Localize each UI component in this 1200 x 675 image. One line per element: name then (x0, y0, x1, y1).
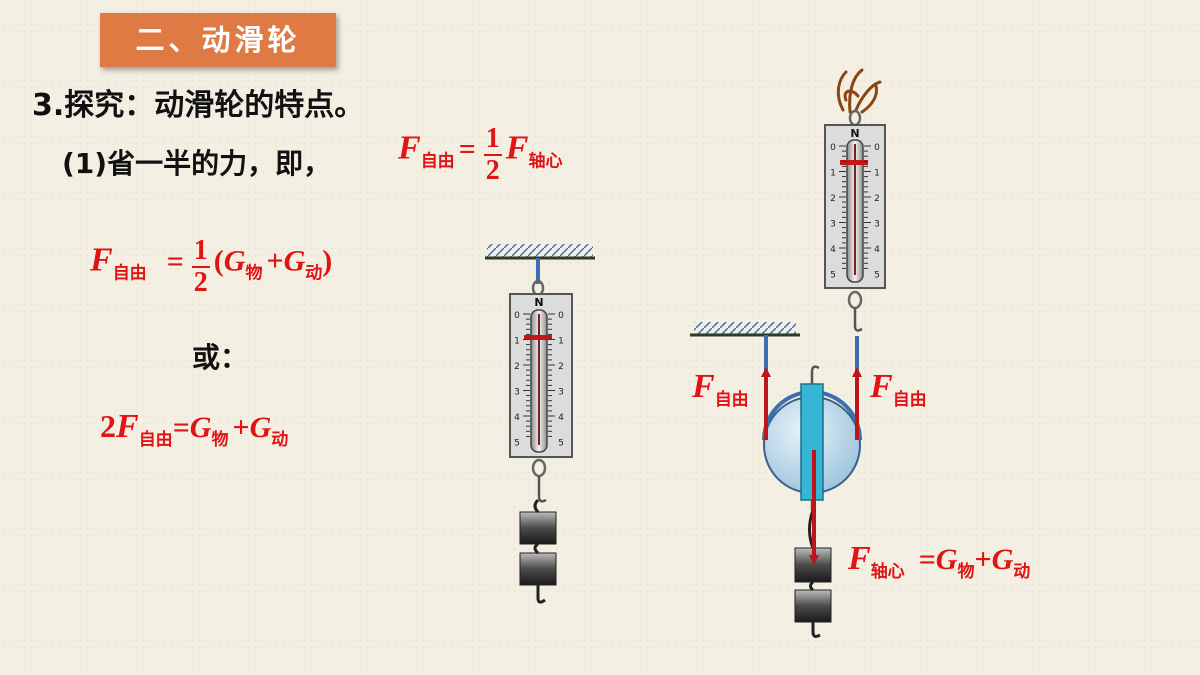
label-eq: = (918, 543, 936, 576)
label-G: G (935, 543, 958, 576)
label-F: F (870, 368, 893, 405)
formula-sub: 自由 (112, 263, 147, 284)
paren-close: ) (322, 244, 333, 278)
point-1: (1)省一半的力，即， (62, 142, 331, 182)
scale-tick-label: 1 (874, 169, 880, 179)
fraction-num: 1 (483, 123, 502, 156)
formula-G: G (189, 411, 212, 444)
right-spring-scale (824, 124, 886, 289)
right-ring (848, 109, 862, 127)
scale-pointer (840, 160, 868, 165)
scale-tick-label: 5 (874, 271, 880, 281)
section-title: 二、动滑轮 (100, 13, 336, 67)
label-F: F (692, 368, 715, 405)
scale-tick-label: 3 (830, 220, 836, 230)
scale-tick-label: 0 (514, 311, 520, 321)
fraction-num: 1 (191, 235, 210, 268)
label-sub: 自由 (892, 390, 927, 410)
formula-sub: 物 (245, 263, 263, 284)
scale-tick-label: 4 (558, 413, 564, 423)
formula-eq: = (458, 132, 476, 166)
left-ceiling (485, 244, 595, 260)
formula-G: G (283, 244, 306, 278)
scale-tick-label: 3 (514, 388, 520, 398)
label-F: F (848, 540, 871, 577)
left-scale-letter: N (534, 296, 543, 309)
scale-tick-label: 2 (514, 362, 520, 372)
formula-F: F (116, 408, 139, 445)
formula-G: G (223, 244, 246, 278)
formula-F: F (398, 129, 421, 167)
left-weight-stack (519, 498, 557, 604)
scale-tick-label: 4 (830, 245, 836, 255)
heading: 3.探究：动滑轮的特点。 (32, 88, 365, 123)
fraction-den: 2 (193, 267, 208, 298)
label-right-free-force: F自由 (870, 368, 927, 410)
formula-G: G (249, 411, 272, 444)
scale-tick-label: 0 (874, 143, 880, 153)
formula-sub: 轴心 (528, 151, 563, 172)
formula-eq: = (172, 411, 190, 444)
left-scale-ticks: 0 0 1 1 2 2 3 3 4 4 5 5 (514, 311, 564, 449)
point-1-text: (1)省一半的力，即， (62, 147, 332, 180)
label-sub: 物 (957, 562, 975, 582)
label-axle-force: F轴心 =G物+G动 (848, 540, 1030, 582)
left-spring-scale (509, 293, 573, 458)
scale-tick-label: 2 (558, 362, 564, 372)
right-scale-ticks: 0 0 1 1 2 2 3 3 4 4 5 5 (830, 143, 880, 281)
scale-tick-label: 1 (514, 337, 520, 347)
formula-F: F (505, 129, 529, 167)
scale-tick-label: 0 (558, 311, 564, 321)
scale-tick-label: 5 (830, 271, 836, 281)
right-ceiling (690, 322, 800, 337)
hand-icon (836, 68, 882, 114)
scale-tick-label: 5 (558, 439, 564, 449)
formula-sub: 自由 (138, 430, 173, 450)
formula-F: F (90, 241, 113, 279)
right-hook (847, 290, 863, 332)
scale-tick-label: 4 (514, 413, 520, 423)
formula-sub: 自由 (420, 151, 455, 172)
label-sub: 自由 (714, 390, 749, 410)
scale-tick-label: 3 (874, 220, 880, 230)
scale-tick-label: 4 (874, 245, 880, 255)
formula-coef: 2 (100, 408, 116, 444)
paren-open: ( (213, 244, 224, 278)
scale-tick-label: 1 (830, 169, 836, 179)
scale-pointer (524, 335, 552, 340)
label-left-free-force: F自由 (692, 368, 749, 410)
label-G: G (991, 543, 1014, 576)
movable-pulley (762, 365, 862, 510)
formula-double-force: 2F自由=G物 +G动 (100, 408, 288, 450)
label-plus: + (974, 543, 992, 576)
formula-sub: 动 (271, 430, 289, 450)
scale-tick-label: 0 (830, 143, 836, 153)
right-scale-letter: N (850, 127, 859, 140)
formula-sub: 动 (305, 263, 323, 284)
label-sub: 轴心 (870, 562, 905, 582)
or-label: 或： (192, 341, 249, 374)
formula-eq: = (166, 244, 184, 278)
fraction-den: 2 (485, 155, 500, 186)
formula-sub: 物 (211, 430, 229, 450)
label-sub: 动 (1013, 562, 1031, 582)
formula-plus: + (266, 244, 284, 278)
scale-tick-label: 5 (514, 439, 520, 449)
scale-tick-label: 3 (558, 388, 564, 398)
left-hook (531, 458, 547, 503)
scale-tick-label: 2 (830, 194, 836, 204)
scale-tick-label: 1 (558, 337, 564, 347)
formula-plus: + (232, 411, 250, 444)
scale-tick-label: 2 (874, 194, 880, 204)
